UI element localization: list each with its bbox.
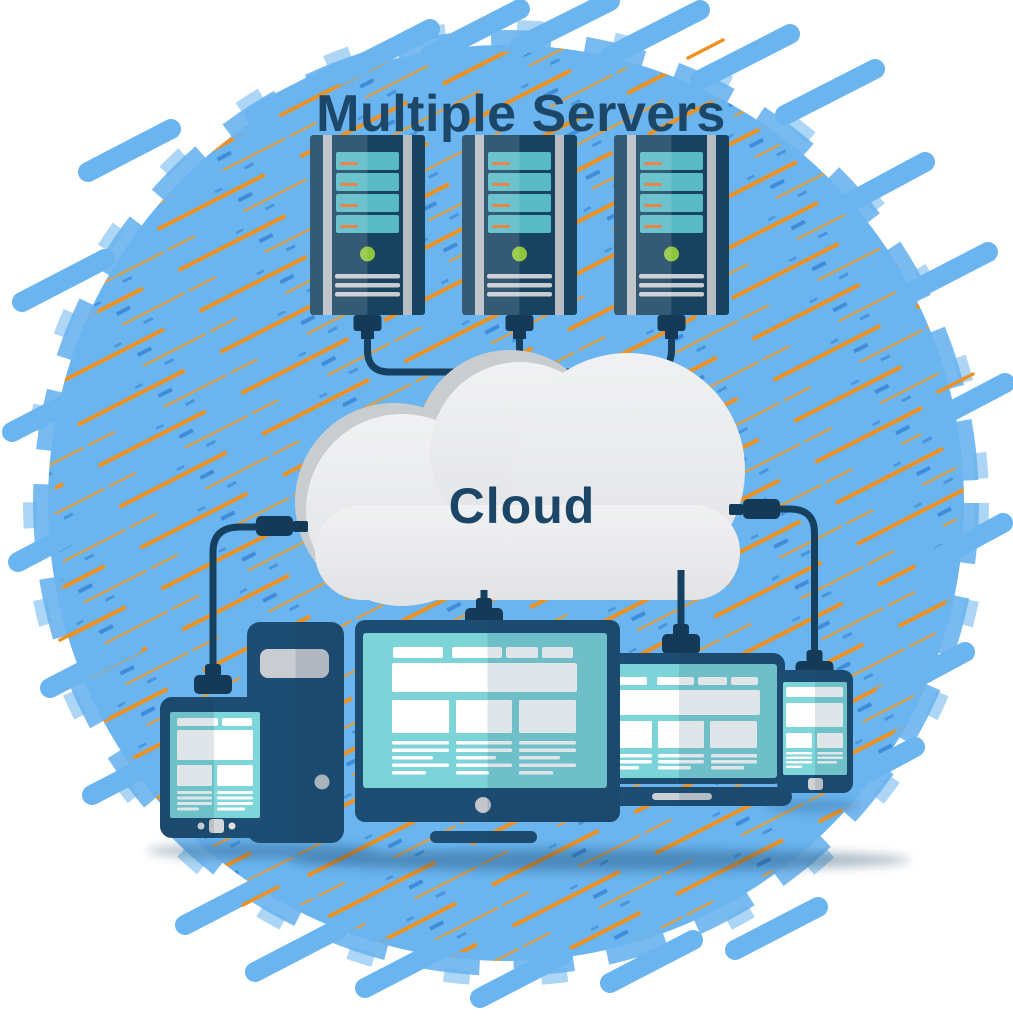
phone-plug-collar [806,650,823,663]
cloud-left-plug [256,516,293,536]
laptop-plug-collar [673,624,689,636]
server-2-plug [505,315,534,331]
server-2-left-rail [475,135,484,315]
server-3-left-rail [627,135,636,315]
phone-shade [815,670,853,793]
server-2-bay-leds [492,162,510,228]
server-1-right-rail [403,135,412,315]
server-2-power-led [512,246,527,262]
server-3 [614,135,729,339]
laptop-base-shade [679,787,792,806]
server-1-power-led [360,246,375,262]
monitor-plug-collar [476,598,492,610]
monitor-shade [487,620,620,822]
cloud-label: Cloud [449,478,596,534]
server-3-plug-tip [665,331,678,339]
tablet-button-right [228,822,236,830]
tablet-home-button [209,819,224,833]
tower-drive-slot [260,649,329,678]
laptop-base-notch [652,793,712,800]
laptop-plug [662,634,700,654]
tower-power-button [314,774,330,790]
scribble-fringe-ring-outer [23,20,989,986]
tablet-webpage-wireframe [177,718,253,811]
diagram-title: Multiple Servers [316,85,726,143]
tablet-button-left [197,822,205,830]
cloud-body [315,505,740,600]
cable-to-tablet [209,523,294,670]
tablet [160,697,268,838]
server-1-left-rail [323,135,332,315]
server-2-drive-bays [488,152,551,233]
phone-home-button [808,778,823,790]
cable-to-phone [778,505,818,656]
monitor-stand-shade [487,831,537,843]
cloud-right-plug-tip [729,504,743,515]
device-shadows [147,800,910,871]
server-2-highlight [462,135,520,315]
phone-webpage-wireframe [786,687,843,768]
tablet-shade [160,697,214,838]
server-2-right-rail [555,135,564,315]
scribble-fringe-ring [33,30,979,976]
server-2-plug-tip [513,331,526,339]
server-3-right-rail [707,135,716,315]
scribble-orange-ticks [58,38,975,907]
server-1-plug [353,315,382,331]
server-2 [462,135,577,339]
server-1-vents [335,274,400,297]
tower-shade [295,622,344,843]
laptop [565,653,792,806]
monitor-logo-button [475,797,491,813]
tablet-plug-collar [205,664,221,677]
server-1-drive-bays [336,152,399,233]
desktop-monitor [355,620,620,843]
desktop-tower [247,622,344,843]
server-1-plug-tip [361,331,374,339]
cloud-left-plug-tip [293,521,308,532]
server-3-bay-leds [644,162,662,228]
monitor-stand [430,831,537,843]
server-1 [310,135,425,339]
laptop-shade [679,653,785,784]
shadow-left [147,843,377,859]
server-3-highlight [614,135,672,315]
server-1-highlight [310,135,368,315]
cloud-right-plug [743,499,780,519]
server-3-drive-bays [640,152,703,233]
cloud-shape: Cloud [295,350,745,606]
server-rack-group [310,135,729,339]
server-3-vents [639,274,704,297]
server-3-power-led [664,246,679,262]
monitor-webpage-wireframe [392,647,577,775]
server-1-bay-leds [340,162,358,228]
smartphone [777,670,853,793]
server-2-vents [487,274,552,297]
server-3-plug [657,315,686,331]
shadow-main [290,849,910,871]
tablet-plug [194,675,232,694]
